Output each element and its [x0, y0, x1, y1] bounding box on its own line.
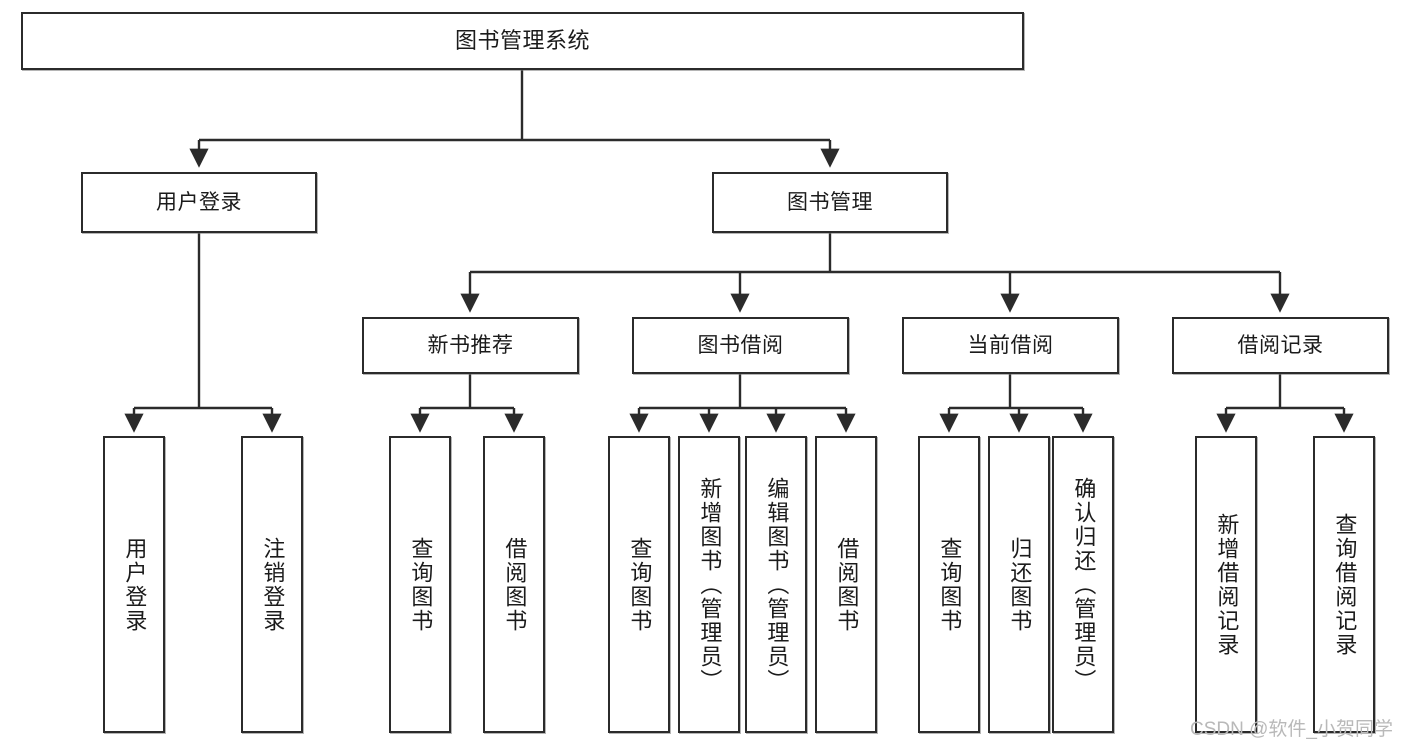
- leaf-node[interactable]: 借阅图书: [815, 436, 877, 733]
- leaf-node[interactable]: 注销登录: [241, 436, 303, 733]
- leaf-label: 查询图书: [937, 536, 963, 633]
- leaf-node[interactable]: 确认归还（管理员）: [1052, 436, 1114, 733]
- leaf-node[interactable]: 查询图书: [389, 436, 451, 733]
- leaf-label: 借阅图书: [502, 536, 528, 633]
- leaf-node[interactable]: 借阅图书: [483, 436, 545, 733]
- node-label: 新书推荐: [427, 333, 514, 357]
- leaf-node[interactable]: 归还图书: [988, 436, 1050, 733]
- leaf-label: 用户登录: [122, 536, 148, 633]
- node-label: 图书管理系统: [454, 27, 590, 53]
- leaf-label: 编辑图书（管理员）: [764, 476, 790, 693]
- node-borrow-records[interactable]: 借阅记录: [1172, 317, 1389, 374]
- leaf-label: 确认归还（管理员）: [1071, 476, 1097, 693]
- node-user-login[interactable]: 用户登录: [81, 172, 317, 233]
- leaf-node[interactable]: 查询图书: [608, 436, 670, 733]
- leaf-node[interactable]: 查询借阅记录: [1313, 436, 1375, 733]
- node-label: 用户登录: [156, 190, 242, 214]
- leaf-node[interactable]: 查询图书: [918, 436, 980, 733]
- csdn-watermark: CSDN @软件_小贺同学: [1190, 719, 1393, 740]
- node-label: 图书管理: [787, 190, 873, 214]
- node-label: 图书借阅: [697, 333, 784, 357]
- leaf-label: 新增图书（管理员）: [697, 476, 723, 693]
- leaf-label: 借阅图书: [834, 536, 860, 633]
- leaf-label: 查询图书: [408, 536, 434, 633]
- leaf-label: 归还图书: [1007, 536, 1033, 633]
- node-current-borrow[interactable]: 当前借阅: [902, 317, 1119, 374]
- node-book-borrow[interactable]: 图书借阅: [632, 317, 849, 374]
- leaf-node[interactable]: 新增借阅记录: [1195, 436, 1257, 733]
- leaf-node[interactable]: 编辑图书（管理员）: [745, 436, 807, 733]
- leaf-label: 新增借阅记录: [1214, 512, 1240, 657]
- leaf-node[interactable]: 新增图书（管理员）: [678, 436, 740, 733]
- leaf-label: 查询借阅记录: [1332, 512, 1358, 657]
- node-book-management[interactable]: 图书管理: [712, 172, 948, 233]
- node-label: 借阅记录: [1237, 333, 1324, 357]
- node-label: 当前借阅: [967, 333, 1054, 357]
- leaf-node[interactable]: 用户登录: [103, 436, 165, 733]
- node-root[interactable]: 图书管理系统: [21, 12, 1024, 70]
- node-new-book-recommend[interactable]: 新书推荐: [362, 317, 579, 374]
- leaf-label: 注销登录: [260, 536, 286, 633]
- leaf-label: 查询图书: [627, 536, 653, 633]
